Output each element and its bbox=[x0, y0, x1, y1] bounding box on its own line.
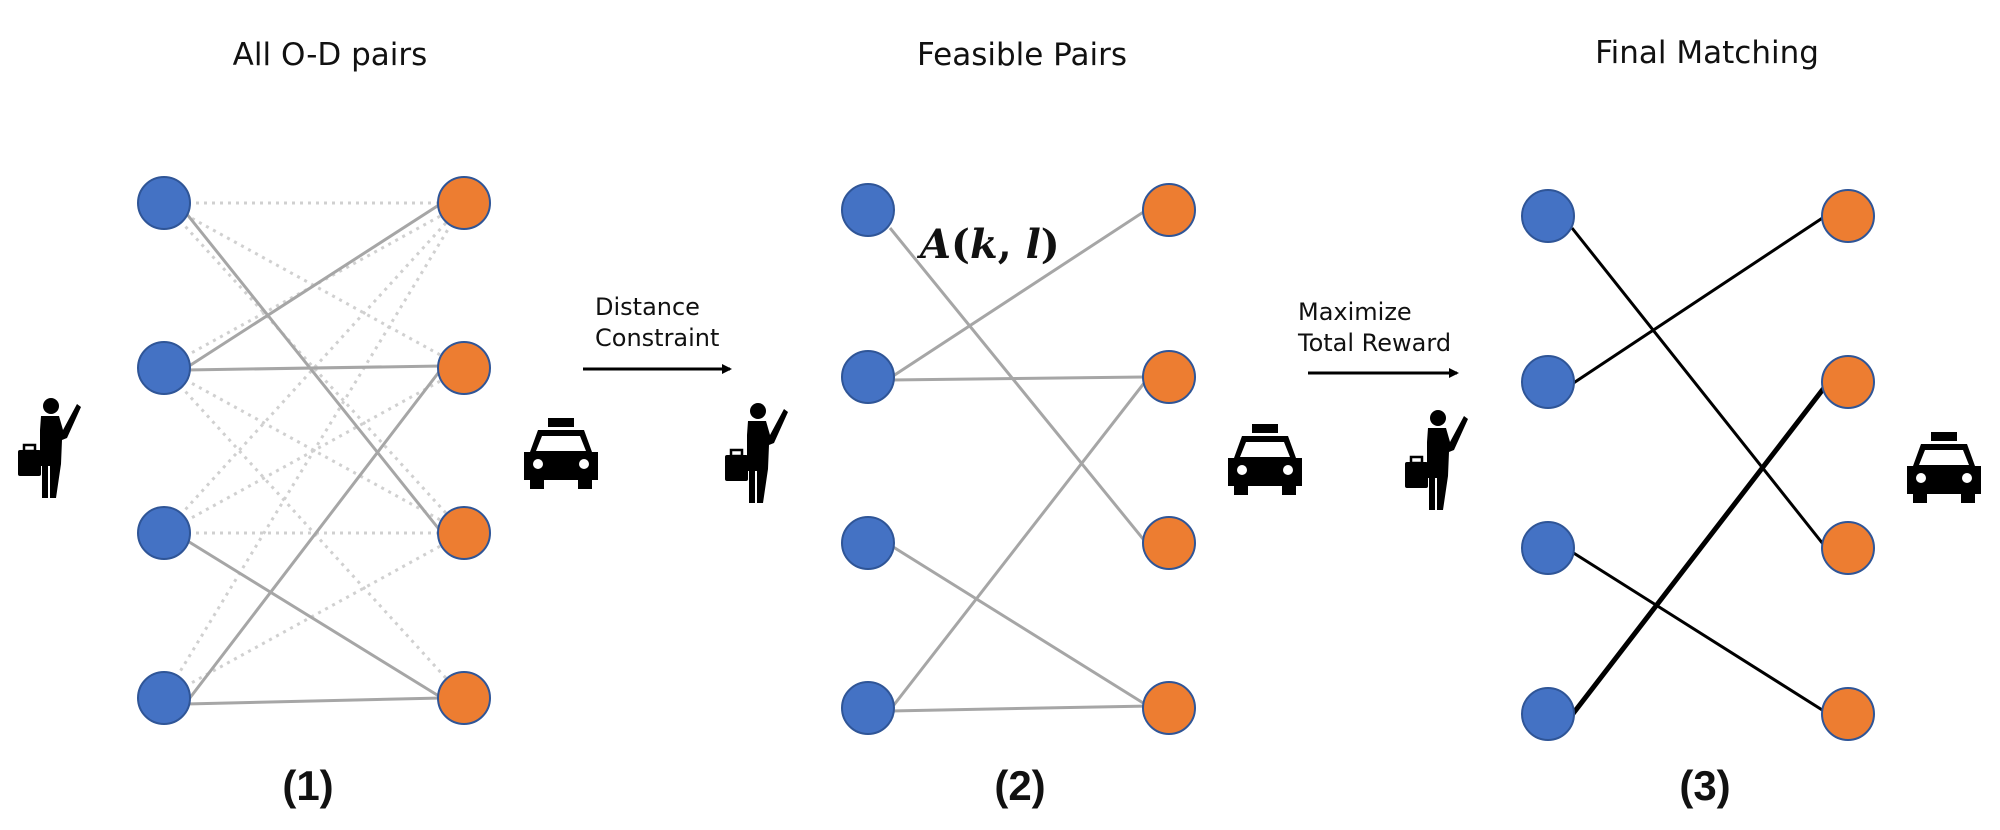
destination-node bbox=[437, 506, 491, 560]
taxi-icon bbox=[524, 418, 598, 489]
feasible-edge bbox=[185, 201, 443, 370]
feasible-edge bbox=[185, 696, 443, 706]
infeasible-edge bbox=[162, 201, 466, 535]
passenger-icon bbox=[723, 401, 790, 505]
destination-node bbox=[1142, 350, 1196, 404]
destination-nodes bbox=[1821, 189, 1875, 741]
origin-node bbox=[1521, 687, 1575, 741]
origin-node bbox=[841, 183, 895, 237]
destination-nodes bbox=[437, 176, 491, 725]
formula-k: k bbox=[970, 221, 998, 268]
infeasible-edge bbox=[163, 201, 465, 370]
destination-node bbox=[1821, 687, 1875, 741]
panel-1-title: All O-D pairs bbox=[233, 37, 428, 73]
feasible-edge bbox=[184, 367, 444, 704]
feasible-edge bbox=[185, 538, 443, 700]
destination-node bbox=[1142, 183, 1196, 237]
origin-nodes bbox=[1521, 189, 1575, 741]
panel-3-title: Final Matching bbox=[1595, 35, 1819, 71]
origin-node bbox=[137, 671, 191, 725]
feasible-edge bbox=[185, 364, 443, 372]
matched-edges bbox=[1570, 213, 1829, 717]
origin-node bbox=[1521, 521, 1575, 575]
matched-edge bbox=[1571, 550, 1828, 715]
matched-edge bbox=[1570, 382, 1829, 717]
feasible-edge bbox=[889, 704, 1149, 713]
panel-1: All O-D pairs bbox=[16, 37, 598, 809]
infeasible-edge bbox=[162, 202, 466, 699]
arrow-2-label-line2: Total Reward bbox=[1297, 329, 1451, 357]
origin-node bbox=[841, 681, 895, 735]
taxi-icon bbox=[1228, 424, 1302, 495]
formula-l: l bbox=[1026, 221, 1041, 268]
origin-nodes bbox=[137, 176, 191, 725]
origin-nodes bbox=[841, 183, 895, 735]
feasible-edge bbox=[889, 543, 1149, 708]
destination-node bbox=[1142, 681, 1196, 735]
edge-weight-formula: A(k, l) bbox=[916, 221, 1060, 268]
infeasible-edges bbox=[162, 201, 466, 700]
origin-node bbox=[137, 341, 191, 395]
origin-node bbox=[841, 350, 895, 404]
destination-node bbox=[1821, 189, 1875, 243]
destination-node bbox=[437, 176, 491, 230]
matched-edge bbox=[1571, 213, 1828, 386]
destination-node bbox=[437, 341, 491, 395]
formula-comma: , bbox=[998, 221, 1026, 268]
passenger-icon bbox=[16, 396, 83, 500]
infeasible-edge bbox=[163, 366, 465, 535]
destination-node bbox=[1821, 521, 1875, 575]
destination-node bbox=[1142, 516, 1196, 570]
arrow-2: Maximize Total Reward bbox=[1297, 298, 1459, 378]
infeasible-edge bbox=[162, 201, 466, 535]
feasible-edge bbox=[889, 207, 1149, 380]
panel-1-label: (1) bbox=[282, 762, 333, 809]
feasible-edge bbox=[184, 212, 444, 534]
feasible-edges bbox=[888, 207, 1150, 713]
infeasible-edge bbox=[162, 366, 466, 700]
destination-node bbox=[1821, 355, 1875, 409]
origin-node bbox=[137, 176, 191, 230]
feasible-edge bbox=[888, 227, 1150, 546]
arrow-2-label-line1: Maximize bbox=[1298, 298, 1412, 326]
formula-function: A bbox=[916, 221, 951, 268]
taxi-icon bbox=[1907, 432, 1981, 503]
panel-3: Final Matching (3) bbox=[1403, 35, 1981, 809]
arrow-1: Distance Constraint bbox=[583, 293, 732, 374]
formula-open-paren: ( bbox=[951, 221, 970, 268]
feasible-edges bbox=[184, 201, 444, 706]
destination-node bbox=[437, 671, 491, 725]
matched-edge bbox=[1570, 227, 1829, 550]
origin-node bbox=[1521, 355, 1575, 409]
panel-2-label: (2) bbox=[994, 762, 1045, 809]
arrow-1-label-line1: Distance bbox=[595, 293, 700, 321]
panel-3-label: (3) bbox=[1679, 762, 1730, 809]
feasible-edge bbox=[888, 377, 1150, 711]
origin-node bbox=[841, 516, 895, 570]
infeasible-edge bbox=[163, 531, 465, 700]
panel-2: Feasible Pairs A(k, l) (2) bbox=[723, 37, 1302, 809]
destination-nodes bbox=[1142, 183, 1196, 735]
infeasible-edge bbox=[163, 366, 465, 535]
feasible-edge bbox=[889, 375, 1149, 382]
origin-node bbox=[137, 506, 191, 560]
passenger-icon bbox=[1403, 408, 1470, 512]
arrow-1-label-line2: Constraint bbox=[595, 324, 719, 352]
formula-close-paren: ) bbox=[1041, 221, 1060, 268]
panel-2-title: Feasible Pairs bbox=[917, 37, 1127, 73]
infeasible-edge bbox=[163, 201, 465, 370]
origin-node bbox=[1521, 189, 1575, 243]
